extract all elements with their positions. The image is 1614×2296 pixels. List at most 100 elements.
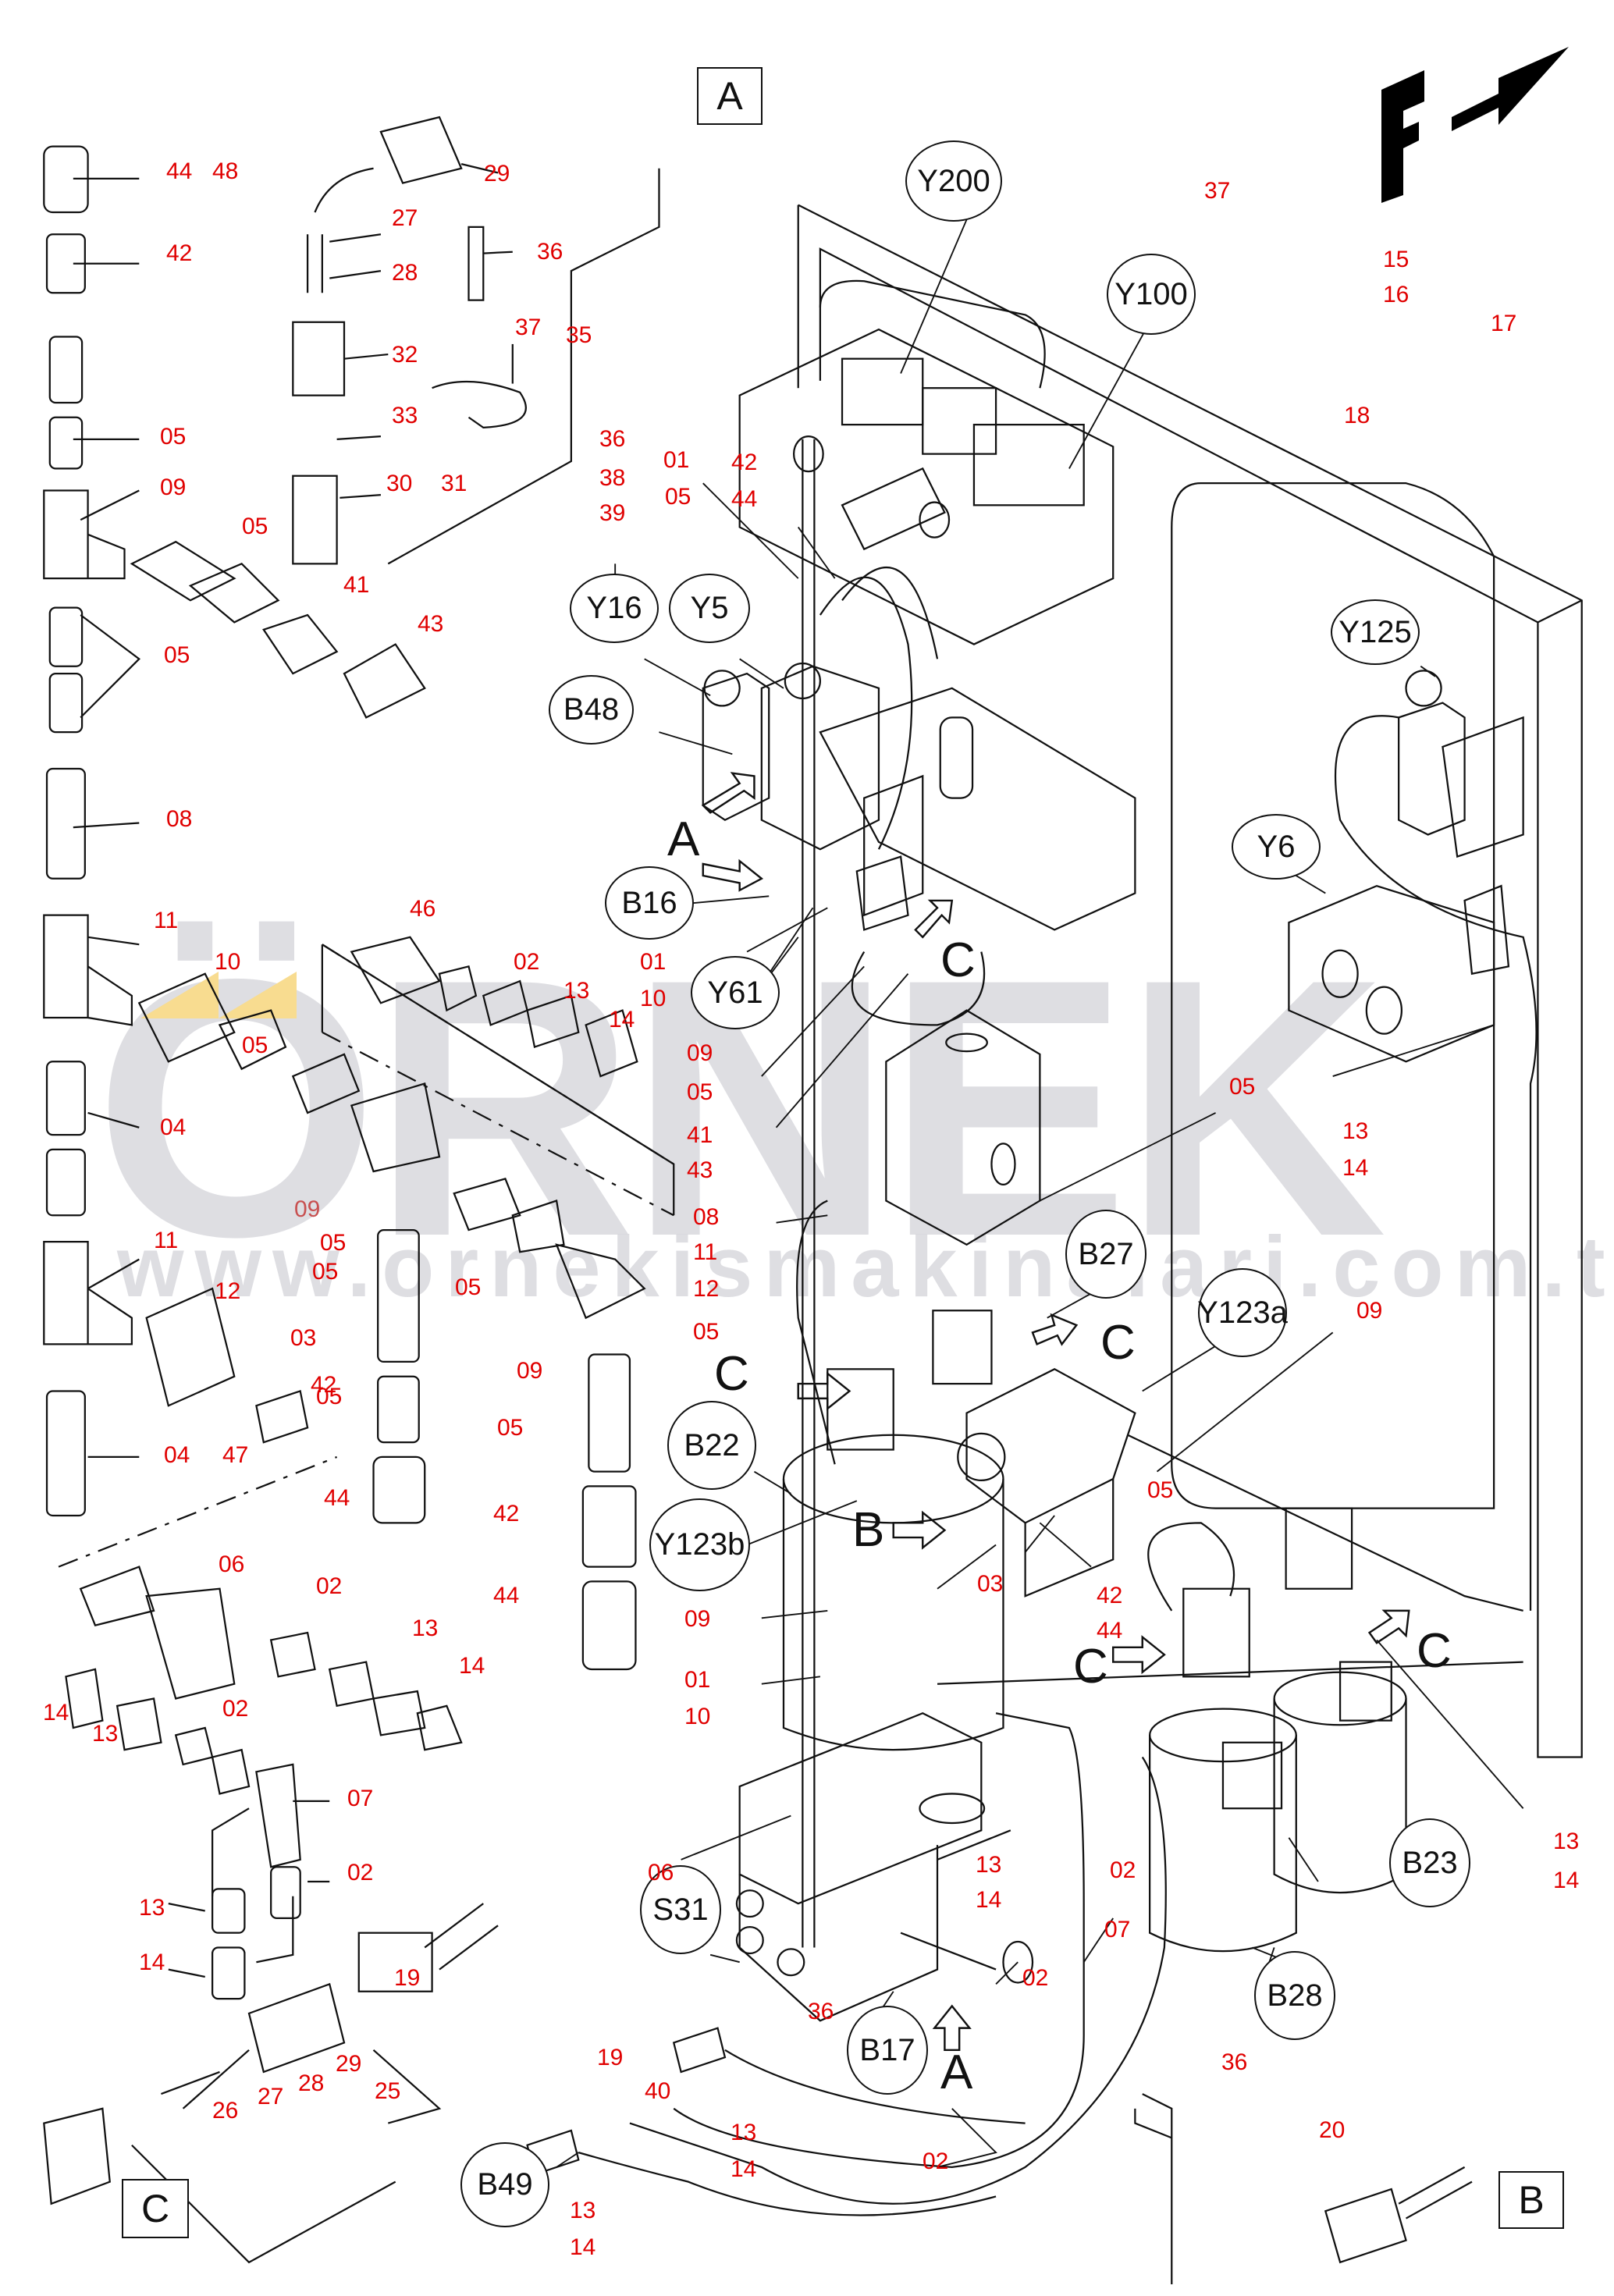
detail-a-leaders — [58, 168, 675, 1568]
callout: 44 — [166, 158, 193, 184]
callout: 02 — [347, 1860, 374, 1885]
component-b48[interactable]: B48 — [549, 675, 634, 745]
callout: 12 — [215, 1278, 241, 1304]
callout: 01 — [684, 1667, 711, 1693]
callout: 08 — [166, 806, 193, 832]
forward-arrow-icon — [1381, 47, 1569, 203]
callout: 02 — [514, 949, 540, 975]
view-label-a: A — [667, 812, 700, 866]
callout: 32 — [392, 342, 418, 368]
component-y6[interactable]: Y6 — [1232, 814, 1321, 880]
callout: 05 — [242, 514, 268, 539]
callout: 14 — [609, 1007, 635, 1032]
callout: 29 — [484, 161, 510, 187]
hydraulic-lines — [629, 439, 1523, 2205]
callout: 15 — [1383, 247, 1410, 272]
callout: 11 — [154, 1228, 179, 1253]
solenoid-cluster — [827, 1310, 1353, 1678]
callout: 04 — [164, 1442, 190, 1468]
pump-assembly — [735, 1434, 1034, 2022]
callout: 37 — [1204, 178, 1231, 204]
callout: 09 — [517, 1358, 543, 1384]
callout: 42 — [493, 1501, 520, 1527]
right-valves — [1288, 670, 1538, 1611]
callout: 04 — [160, 1114, 187, 1140]
component-b16[interactable]: B16 — [605, 866, 694, 940]
component-b23[interactable]: B23 — [1389, 1818, 1470, 1907]
view-label-a: A — [940, 2045, 973, 2099]
component-s31[interactable]: S31 — [640, 1865, 721, 1954]
view-label-c: C — [1073, 1640, 1108, 1694]
callout: 01 — [663, 447, 690, 473]
frame-panel — [797, 204, 1583, 2284]
component-y200[interactable]: Y200 — [905, 140, 1002, 222]
watermark-url: www.ornekismakinalari.com.tr — [117, 1219, 1614, 1315]
component-y16[interactable]: Y16 — [570, 574, 659, 643]
callout: 05 — [1229, 1074, 1256, 1100]
callout: 14 — [570, 2234, 596, 2260]
component-b22[interactable]: B22 — [667, 1401, 756, 1490]
bubble-leaders — [556, 219, 1524, 2168]
component-y123b[interactable]: Y123b — [649, 1498, 750, 1591]
callout: 33 — [392, 403, 418, 428]
component-y5[interactable]: Y5 — [669, 574, 750, 643]
valve-block — [885, 1009, 1041, 1246]
callout: 36 — [1221, 2049, 1248, 2075]
callout: 35 — [566, 322, 592, 348]
callout: 43 — [418, 611, 444, 637]
callout: 03 — [977, 1571, 1004, 1597]
callout: 05 — [312, 1259, 339, 1285]
callout: 42 — [1097, 1583, 1123, 1608]
callout: 08 — [693, 1204, 720, 1230]
callout: 36 — [537, 239, 563, 265]
callout: 05 — [316, 1384, 343, 1409]
component-b17[interactable]: B17 — [847, 2006, 928, 2095]
callout: 05 — [160, 424, 187, 450]
callout: 13 — [563, 978, 590, 1004]
callout: 14 — [139, 1949, 165, 1975]
component-y100[interactable]: Y100 — [1107, 254, 1196, 335]
callout: 16 — [1383, 282, 1410, 307]
callout: 11 — [693, 1239, 718, 1265]
callout: 02 — [316, 1573, 343, 1599]
detail-a-parts — [43, 116, 646, 1671]
callout: 26 — [212, 2098, 239, 2124]
callout: 05 — [320, 1230, 347, 1256]
view-label-c: C — [1417, 1624, 1452, 1678]
callout: 17 — [1491, 311, 1517, 336]
component-b28[interactable]: B28 — [1254, 1951, 1335, 2040]
component-y123a[interactable]: Y123a — [1197, 1268, 1288, 1357]
callout: 13 — [976, 1852, 1002, 1878]
callout: 42 — [166, 240, 193, 266]
callout: 09 — [160, 474, 187, 500]
callout: 13 — [1342, 1118, 1369, 1144]
view-label-c: C — [1100, 1316, 1136, 1370]
detail-box-b: B — [1498, 2171, 1564, 2229]
callout: 14 — [43, 1700, 69, 1726]
component-y125[interactable]: Y125 — [1331, 599, 1420, 665]
callout: 10 — [640, 986, 667, 1011]
callout: 09 — [1356, 1298, 1383, 1324]
callout: 13 — [92, 1721, 119, 1747]
callout: 36 — [599, 426, 626, 452]
callout: 14 — [1342, 1155, 1369, 1181]
callout: 31 — [441, 471, 467, 496]
callout: 44 — [731, 486, 758, 512]
component-y61[interactable]: Y61 — [691, 956, 780, 1029]
detail-b-part — [526, 2027, 1473, 2264]
callout: 06 — [648, 1860, 674, 1885]
callout: 19 — [597, 2045, 624, 2070]
watermark-accent — [219, 972, 297, 1018]
callout: 43 — [687, 1157, 713, 1183]
callout: 42 — [311, 1372, 337, 1398]
component-b27[interactable]: B27 — [1065, 1210, 1147, 1299]
component-b49[interactable]: B49 — [460, 2142, 549, 2227]
callout: 02 — [1022, 1965, 1049, 1991]
callout: 05 — [1147, 1477, 1174, 1503]
view-label-c: C — [714, 1347, 749, 1401]
callout: 07 — [1104, 1917, 1131, 1942]
callout: 14 — [976, 1887, 1002, 1913]
callout: 41 — [343, 572, 370, 598]
